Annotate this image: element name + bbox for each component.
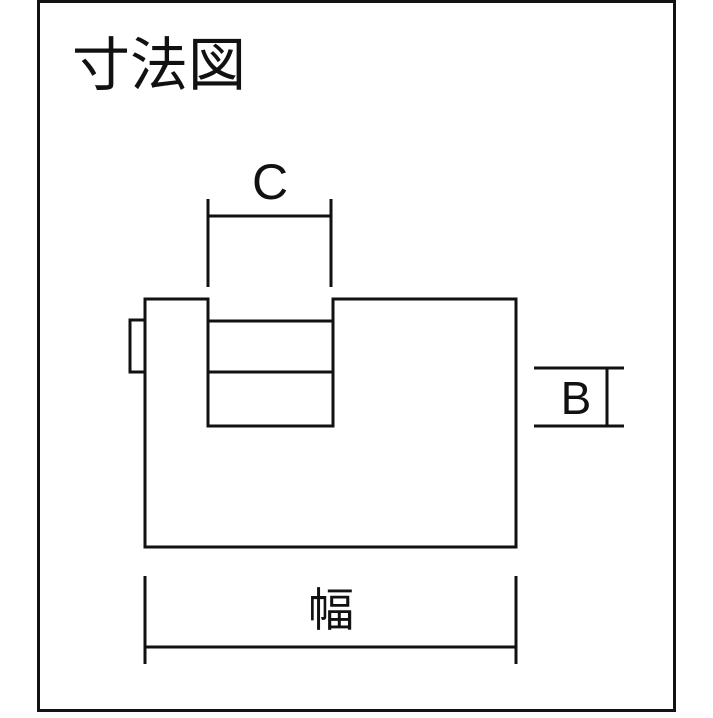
side-button (128, 318, 145, 374)
label-c: C (251, 154, 289, 210)
diagram-title: 寸法図 (72, 31, 247, 99)
label-width: 幅 (308, 583, 354, 637)
label-b: B (560, 372, 592, 424)
padlock-body-outline (143, 297, 518, 549)
outer-frame (37, 0, 676, 712)
